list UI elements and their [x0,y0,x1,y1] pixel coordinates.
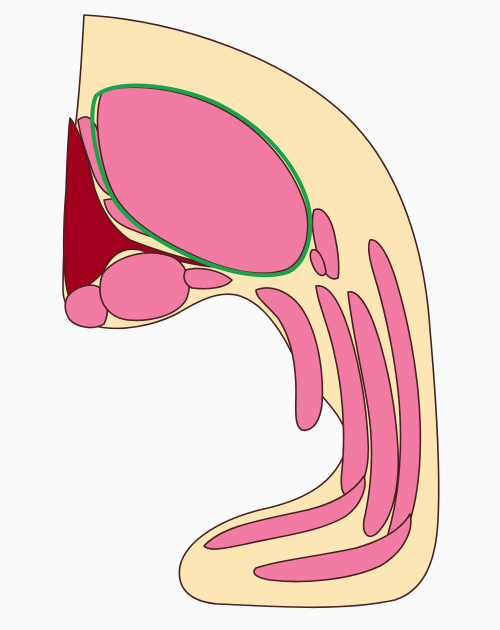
lower-lobe-middle-region [100,253,189,321]
